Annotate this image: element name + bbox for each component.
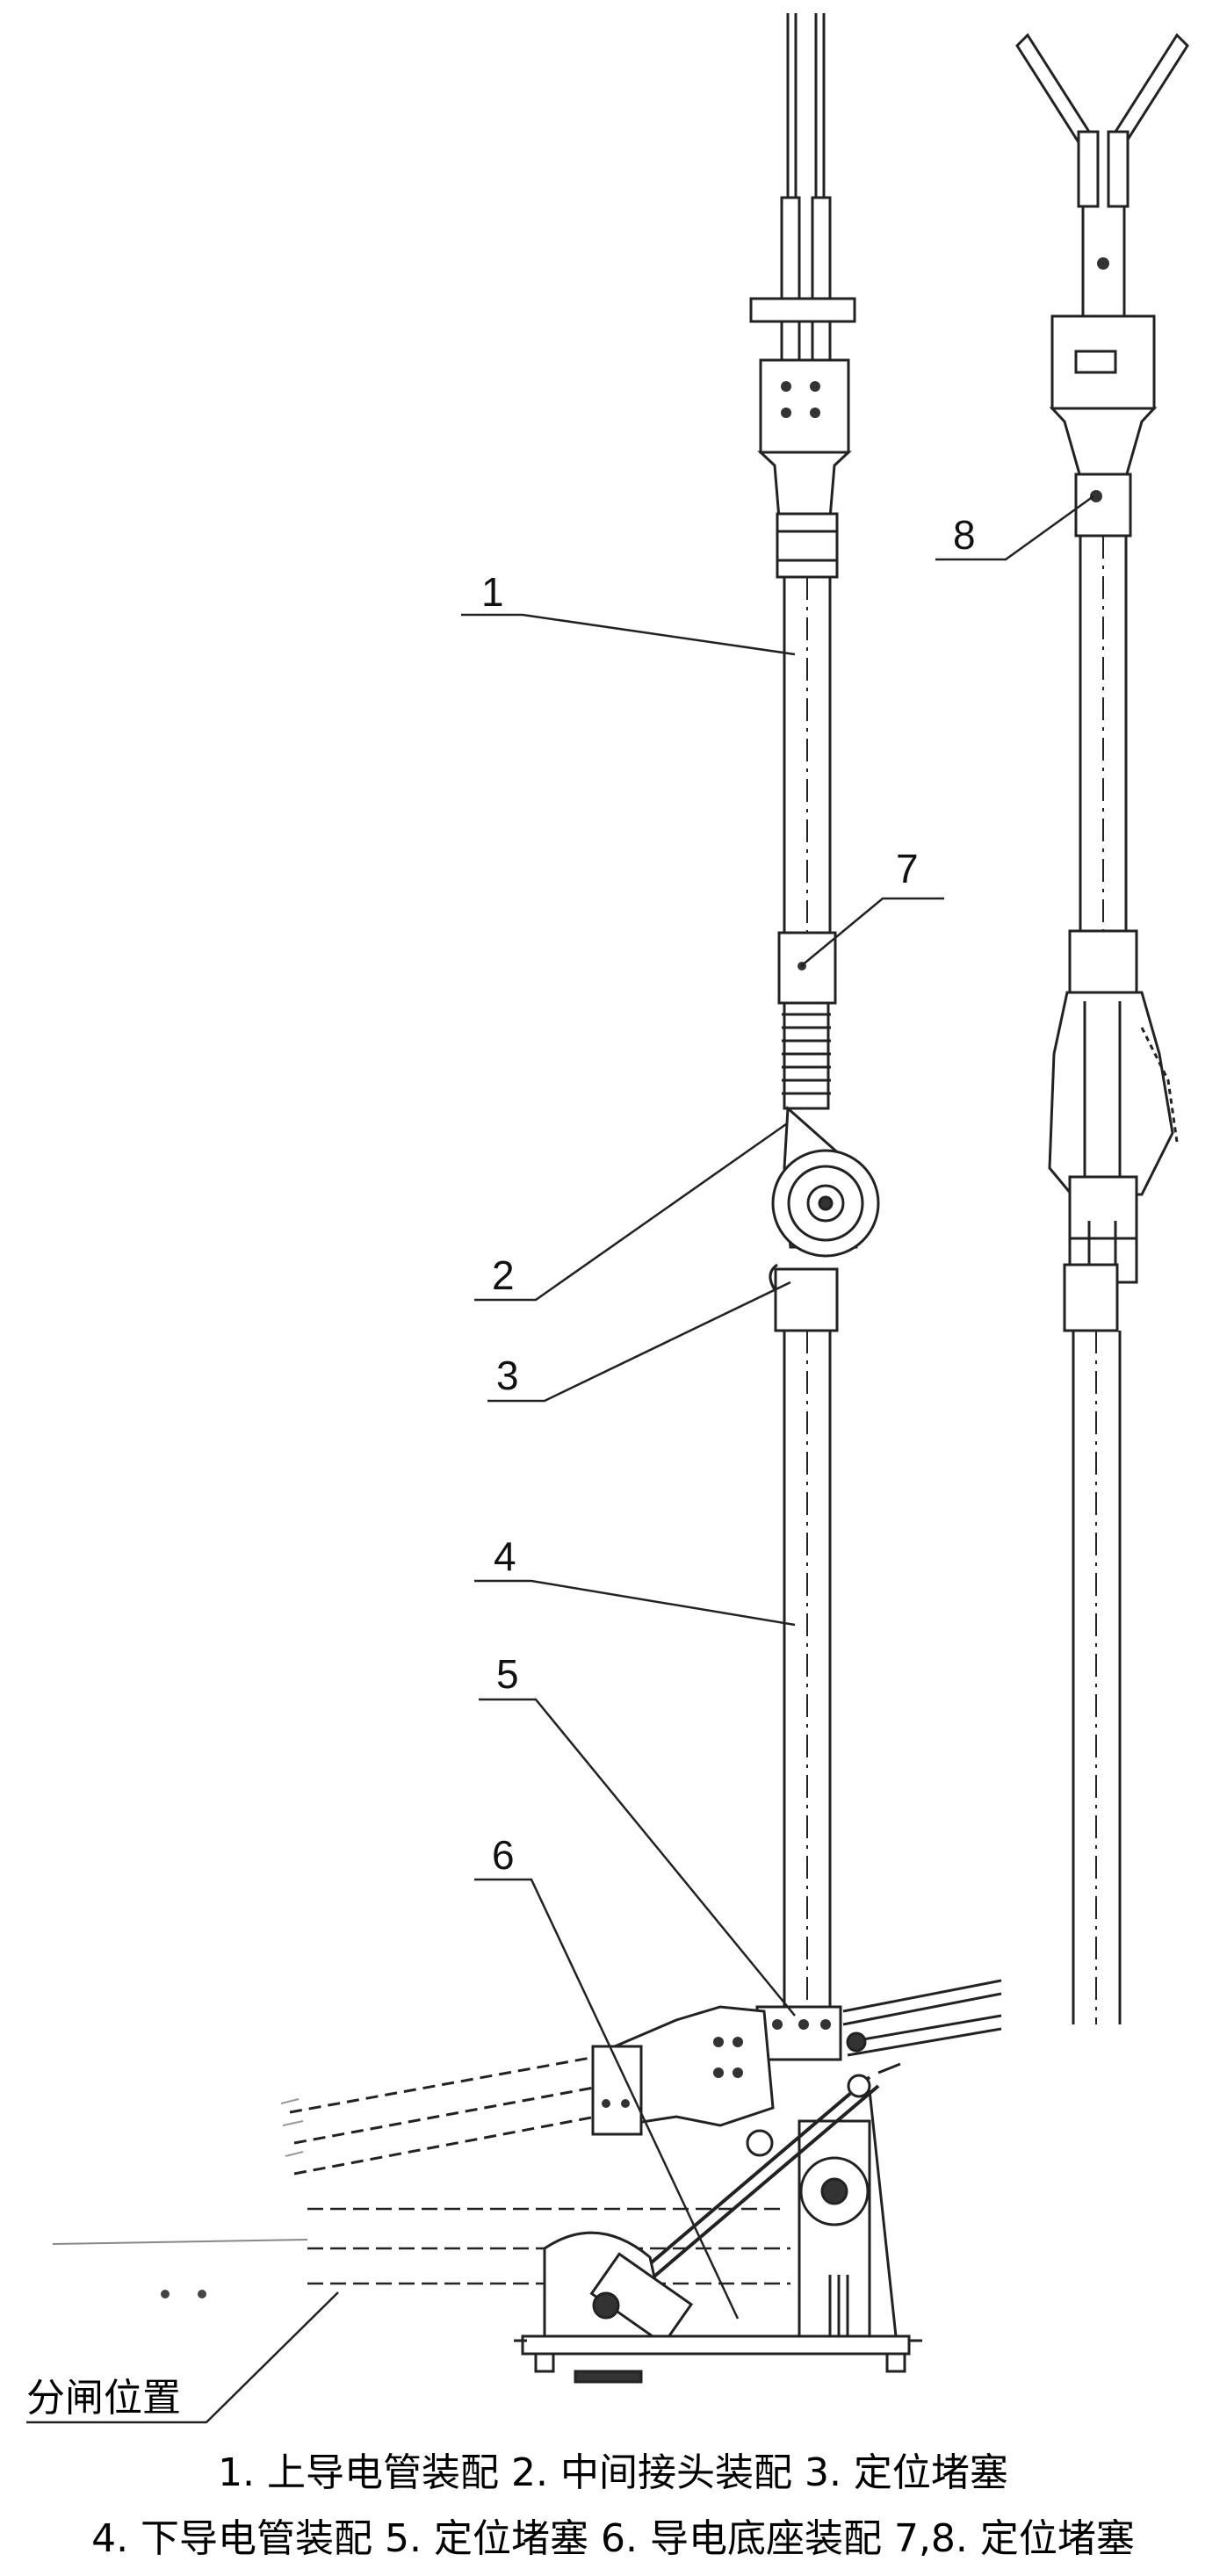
open-position-head (591, 2005, 775, 2136)
open-position-trace (280, 2098, 304, 2157)
middle-joint-spring (782, 1001, 831, 1110)
right-lower-tube (1072, 1331, 1122, 2024)
lower-conductor-tube (783, 1331, 832, 2055)
lower-clamp (755, 2005, 842, 2061)
right-middle-joint (1048, 929, 1179, 1332)
upper-conductor-tube (783, 577, 832, 933)
label-6: 6 (492, 1832, 515, 1878)
upper-joint (776, 512, 839, 579)
conductive-base (514, 2062, 922, 2384)
right-taper (1049, 407, 1158, 485)
contact-clamp-block (759, 358, 850, 454)
locating-plug-3 (774, 1267, 839, 1332)
label-5: 5 (496, 1651, 519, 1697)
part-number-labels: 1 2 3 4 5 6 7 8 (481, 512, 976, 1878)
label-2: 2 (492, 1252, 515, 1298)
caption-line-2: 4. 下导电管装配 5. 定位堵塞 6. 导电底座装配 7,8. 定位堵塞 (91, 2516, 1135, 2561)
right-arm-rods (842, 1979, 1002, 2057)
caption-line-1: 1. 上导电管装配 2. 中间接头装配 3. 定位堵塞 (218, 2450, 1008, 2495)
locating-plug-7 (777, 931, 837, 1005)
figure-caption: 1. 上导电管装配 2. 中间接头装配 3. 定位堵塞 4. 下导电管装配 5.… (91, 2450, 1135, 2561)
top-clamp (749, 297, 856, 323)
left-assembly (52, 13, 1002, 2384)
leader-lines (26, 494, 1094, 2424)
label-7: 7 (896, 846, 919, 891)
v-contact-fingers (1015, 32, 1189, 316)
middle-joint (771, 1105, 880, 1258)
locating-plug-8 (1074, 473, 1132, 538)
label-8: 8 (953, 512, 976, 558)
label-1: 1 (481, 569, 504, 615)
taper-adapter (757, 451, 852, 520)
label-4: 4 (494, 1533, 516, 1579)
right-assembly (1015, 32, 1189, 2024)
open-position-label: 分闸位置 (26, 2376, 181, 2421)
right-upper-tube (1079, 536, 1128, 931)
label-3: 3 (496, 1353, 519, 1398)
small-marks (161, 2290, 206, 2298)
open-position-tube (289, 2052, 620, 2176)
